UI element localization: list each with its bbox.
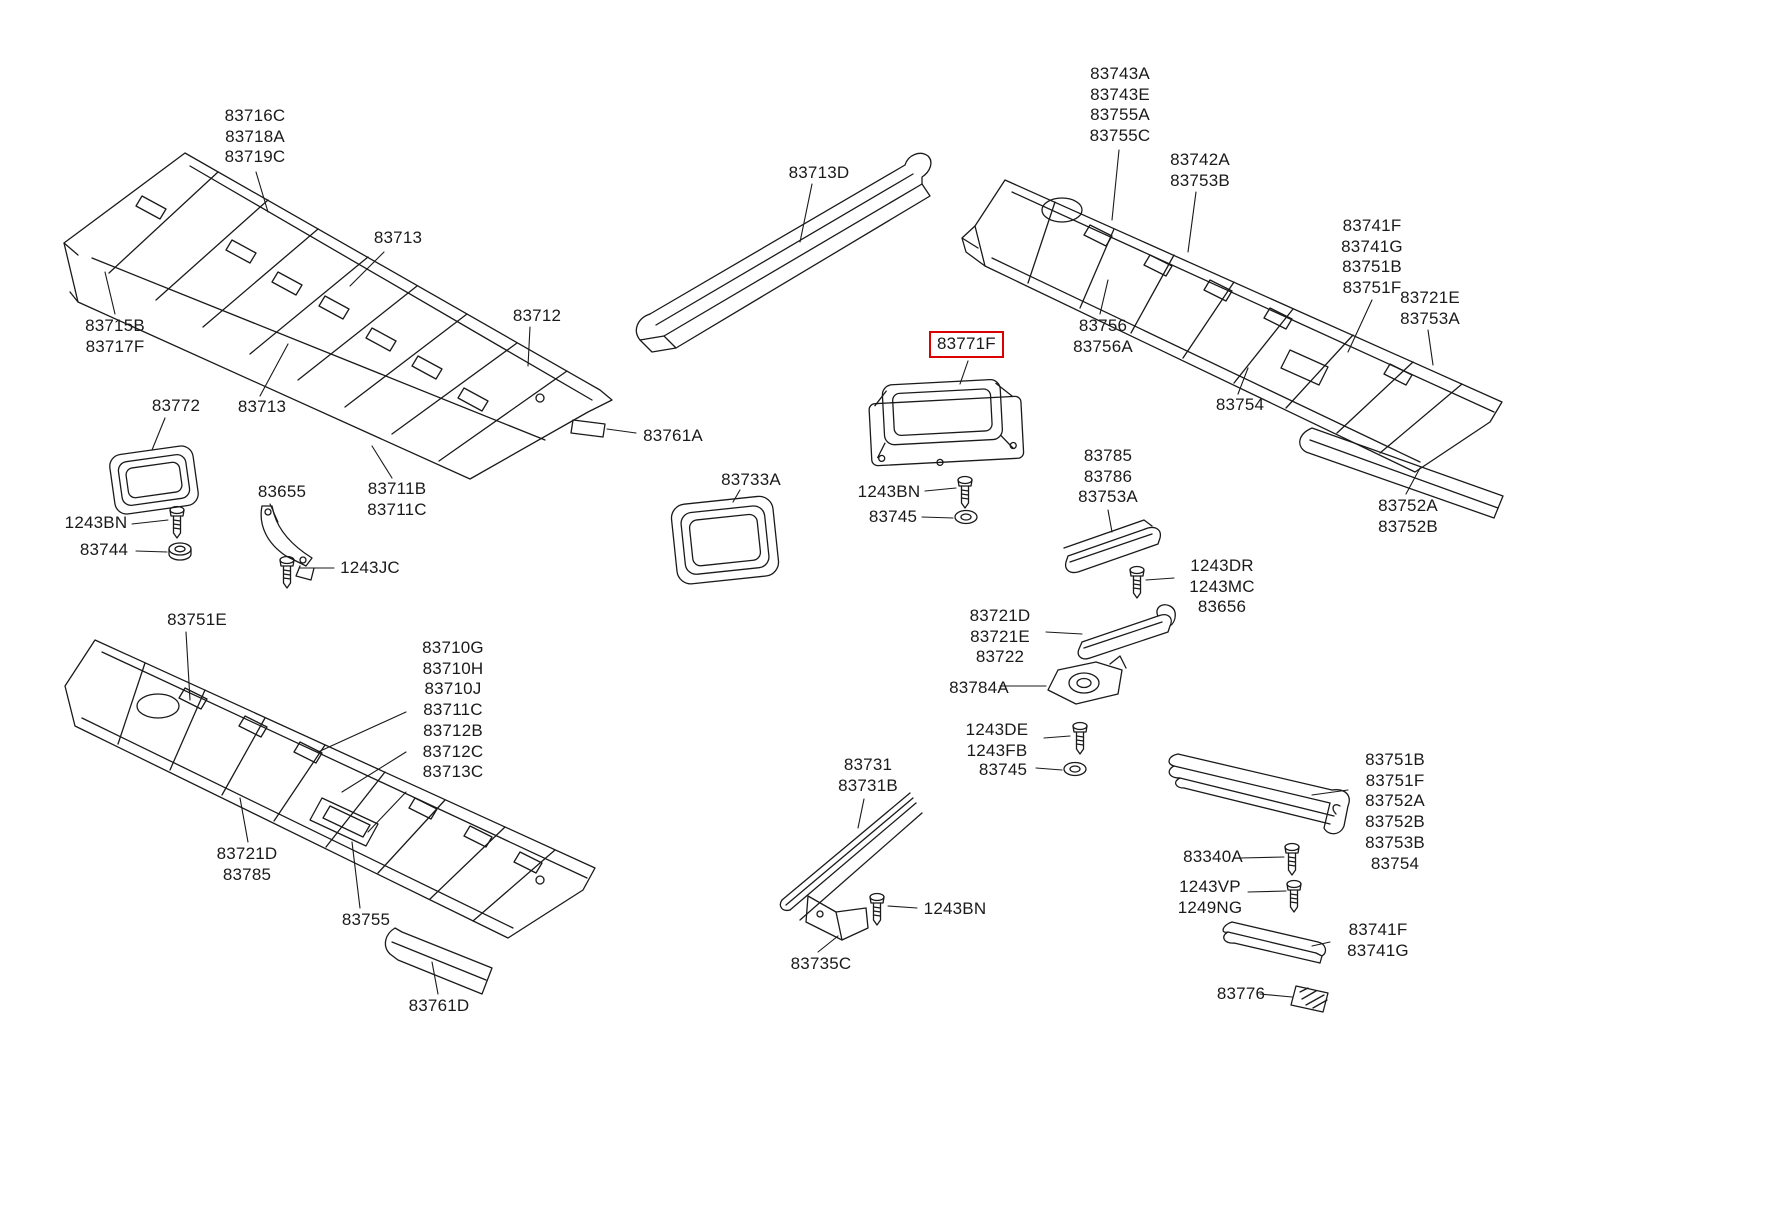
part-label-1243bn-left[interactable]: 1243BN [64,513,128,532]
part-label-83713d[interactable]: 83713D [788,163,850,182]
part-label-83733a[interactable]: 83733A [721,470,781,489]
strip-83761A-drawing [571,420,605,437]
part-label-83771f-highlighted[interactable]: 83771F [929,331,1004,358]
part-label-83340a[interactable]: 83340A [1183,847,1243,866]
part-label-1243dr-group[interactable]: 1243DR 1243MC 83656 [1189,556,1255,617]
part-label-83742a-group[interactable]: 83742A 83753B [1170,150,1230,190]
frame-83771F-drawing [868,378,1024,469]
roof-rail-83713D-drawing [636,153,931,352]
part-label-83721d-83785-group[interactable]: 83721D 83785 [216,844,278,884]
screw-1243jc-icon [279,555,295,589]
washer-83745-center-icon [954,509,978,525]
gasket-83772-drawing [108,444,200,515]
part-label-83755[interactable]: 83755 [341,910,391,929]
part-label-83735c[interactable]: 83735C [790,954,852,973]
screw-1243bn-center-icon [957,475,973,509]
rail-83785-drawing [1064,520,1160,573]
part-label-83655[interactable]: 83655 [257,482,307,501]
part-label-83741f-group[interactable]: 83741F 83741G 83751B 83751F [1341,216,1403,298]
leader-lines [105,150,1433,997]
part-label-83744[interactable]: 83744 [79,540,129,559]
part-label-83745-right[interactable]: 83745 [978,760,1028,779]
screw-1243vp-icon [1286,879,1302,913]
roof-panel-rear-drawing [962,180,1503,518]
screw-1243bn-bottom-icon [869,892,885,926]
pad-83776-drawing [1291,986,1328,1012]
washer-83745-right-icon [1063,761,1087,777]
part-label-83711b-group[interactable]: 83711B 83711C [367,479,427,519]
side-rail-drawing [1169,754,1349,834]
part-label-83713-bottom[interactable]: 83713 [237,397,287,416]
part-label-83731-group[interactable]: 83731 83731B [838,755,898,795]
part-label-83754[interactable]: 83754 [1215,395,1265,414]
nut-83744-icon [168,542,192,561]
part-label-83710g-group[interactable]: 83710G 83710H 83710J 83711C 83712B 83712… [422,638,484,782]
part-label-1243vp-group[interactable]: 1243VP 1249NG [1177,877,1243,917]
gasket-83733A-drawing [670,495,780,585]
part-label-83741f-bottom-group[interactable]: 83741F 83741G [1347,920,1409,960]
part-label-83785-group[interactable]: 83785 83786 83753A [1078,446,1138,507]
part-label-83713-top[interactable]: 83713 [373,228,423,247]
part-label-83751b-group[interactable]: 83751B 83751F 83752A 83752B 83753B 83754 [1365,750,1425,873]
screw-1243dr-icon [1129,565,1145,599]
part-label-1243bn-center[interactable]: 1243BN [857,482,921,501]
part-label-83721d-group[interactable]: 83721D 83721E 83722 [969,606,1031,667]
part-label-83761a[interactable]: 83761A [643,426,703,445]
part-label-83716c-group[interactable]: 83716C 83718A 83719C [224,106,286,167]
screw-83340a-icon [1284,842,1300,876]
screw-1243bn-left-icon [169,505,185,539]
part-label-1243de-group[interactable]: 1243DE 1243FB [965,720,1029,760]
part-label-83756-group[interactable]: 83756 83756A [1073,316,1133,356]
part-label-83761d[interactable]: 83761D [408,996,470,1015]
roof-panel-front-drawing [64,153,612,479]
part-label-83715b-group[interactable]: 83715B 83717F [85,316,145,356]
screw-1243de-icon [1072,721,1088,755]
part-label-83772[interactable]: 83772 [151,396,201,415]
part-label-83712[interactable]: 83712 [512,306,562,325]
bracket-83655-drawing [261,506,314,580]
part-label-83743a-group[interactable]: 83743A 83743E 83755A 83755C [1089,64,1151,146]
roof-panel-lower-drawing [65,640,595,994]
part-label-83751e[interactable]: 83751E [167,610,227,629]
panel-corner-83731-drawing [780,793,922,940]
part-label-83721e-group[interactable]: 83721E 83753A [1400,288,1460,328]
part-label-1243bn-bottom[interactable]: 1243BN [923,899,987,918]
part-label-1243jc[interactable]: 1243JC [340,558,400,577]
molding-83741F-drawing [1223,922,1325,963]
mount-83784A-drawing [1048,656,1126,704]
part-label-83776[interactable]: 83776 [1216,984,1266,1003]
rail-83721D-drawing [1078,605,1175,659]
part-label-83752a-group[interactable]: 83752A 83752B [1378,496,1438,536]
part-label-83745-center[interactable]: 83745 [868,507,918,526]
part-label-83784a[interactable]: 83784A [949,678,1009,697]
